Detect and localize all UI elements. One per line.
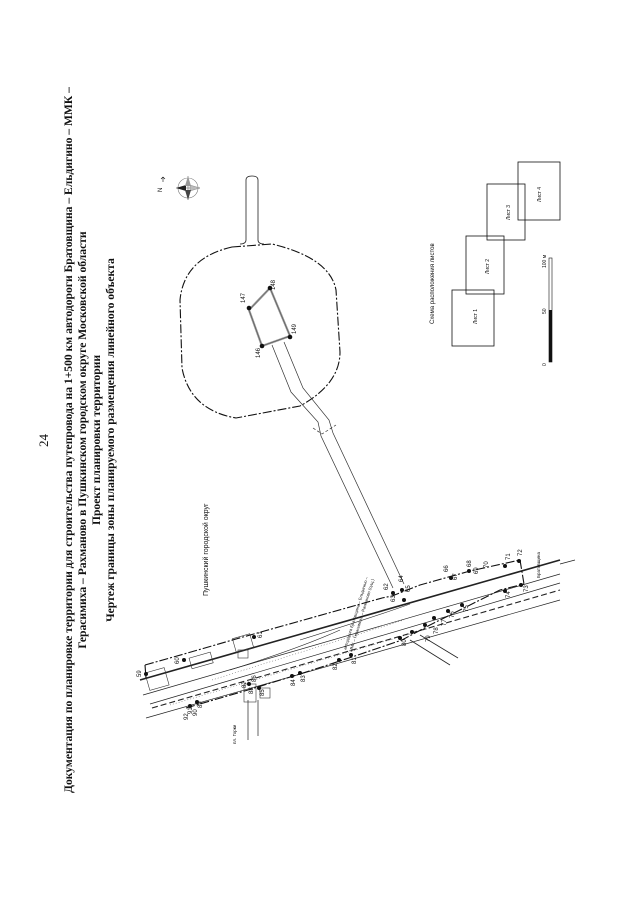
point-label: 73 <box>524 585 530 592</box>
point-label: 78 <box>434 627 440 634</box>
zone-boundary-road <box>144 559 525 709</box>
point-label: 148 <box>271 279 277 290</box>
point-label: 77 <box>442 619 448 626</box>
point-label: 64 <box>399 575 405 582</box>
point-label: 66 <box>444 565 450 572</box>
point-label: 65 <box>406 585 412 592</box>
point-label: 85 <box>260 689 266 696</box>
scale-label: 100 м <box>542 254 548 268</box>
point-label: 72 <box>518 549 524 556</box>
point-label: 147 <box>241 292 247 303</box>
point-label: 88 <box>249 687 255 694</box>
scale-bar: 0 50 100 м <box>542 254 553 366</box>
point-label: 62 <box>384 583 390 590</box>
sheet-label: Лист 3 <box>506 205 512 220</box>
inner-plot <box>247 286 292 348</box>
point-label: 79 <box>426 635 432 642</box>
point-label: 67 <box>453 573 459 580</box>
point-label: 92 <box>184 713 190 720</box>
point-label: 68 <box>467 560 473 567</box>
point-label: 146 <box>256 347 262 358</box>
point-label: 89 <box>198 701 204 708</box>
point-label: 84 <box>291 679 297 686</box>
sheet-label: Лист 1 <box>473 309 479 324</box>
point-label: 149 <box>292 323 298 334</box>
access-road <box>239 175 265 245</box>
sheet-scheme-title: Схема расположения листов <box>430 243 436 324</box>
road-label-right: Братовщина <box>536 552 541 578</box>
point-label: 74 <box>506 591 512 598</box>
planned-corridor <box>271 341 405 589</box>
point-label: 71 <box>506 553 512 560</box>
point-label: 86 <box>252 675 258 682</box>
sheet-label: Лист 2 <box>485 259 491 274</box>
compass-rose-icon: N <box>158 176 201 200</box>
scale-label: 0 <box>542 363 548 366</box>
point-labels: 59 60 61 62 63 64 65 66 67 68 69 70 71 7… <box>137 279 530 720</box>
sheet-label: Лист 4 <box>537 187 543 202</box>
point-label: 82 <box>333 663 339 670</box>
point-label: 63 <box>391 595 397 602</box>
zone-boundary-ring <box>179 243 341 419</box>
main-road <box>139 559 576 740</box>
point-label: 69 <box>474 567 480 574</box>
point-label: 83 <box>301 675 307 682</box>
point-label: 80 <box>402 639 408 646</box>
point-label: 90 <box>193 709 199 716</box>
scale-label: 50 <box>542 308 548 314</box>
point-label: 59 <box>137 670 143 677</box>
point-label: 81 <box>352 657 358 664</box>
sheet-layout-scheme: Схема расположения листов Лист 1 Лист 2 … <box>430 161 561 347</box>
north-label: N <box>158 188 164 192</box>
point-label: 91 <box>188 707 194 714</box>
road-label-left: пл. Горки <box>232 724 237 744</box>
point-label: 70 <box>484 561 490 568</box>
point-label: 76 <box>450 611 456 618</box>
point-label: 75 <box>464 605 470 612</box>
boundary-points <box>144 285 523 708</box>
point-label: 60 <box>175 657 181 664</box>
point-label: 61 <box>258 631 264 638</box>
district-label: Пушкинский городской округ <box>202 503 210 596</box>
point-label: 87 <box>242 681 248 688</box>
